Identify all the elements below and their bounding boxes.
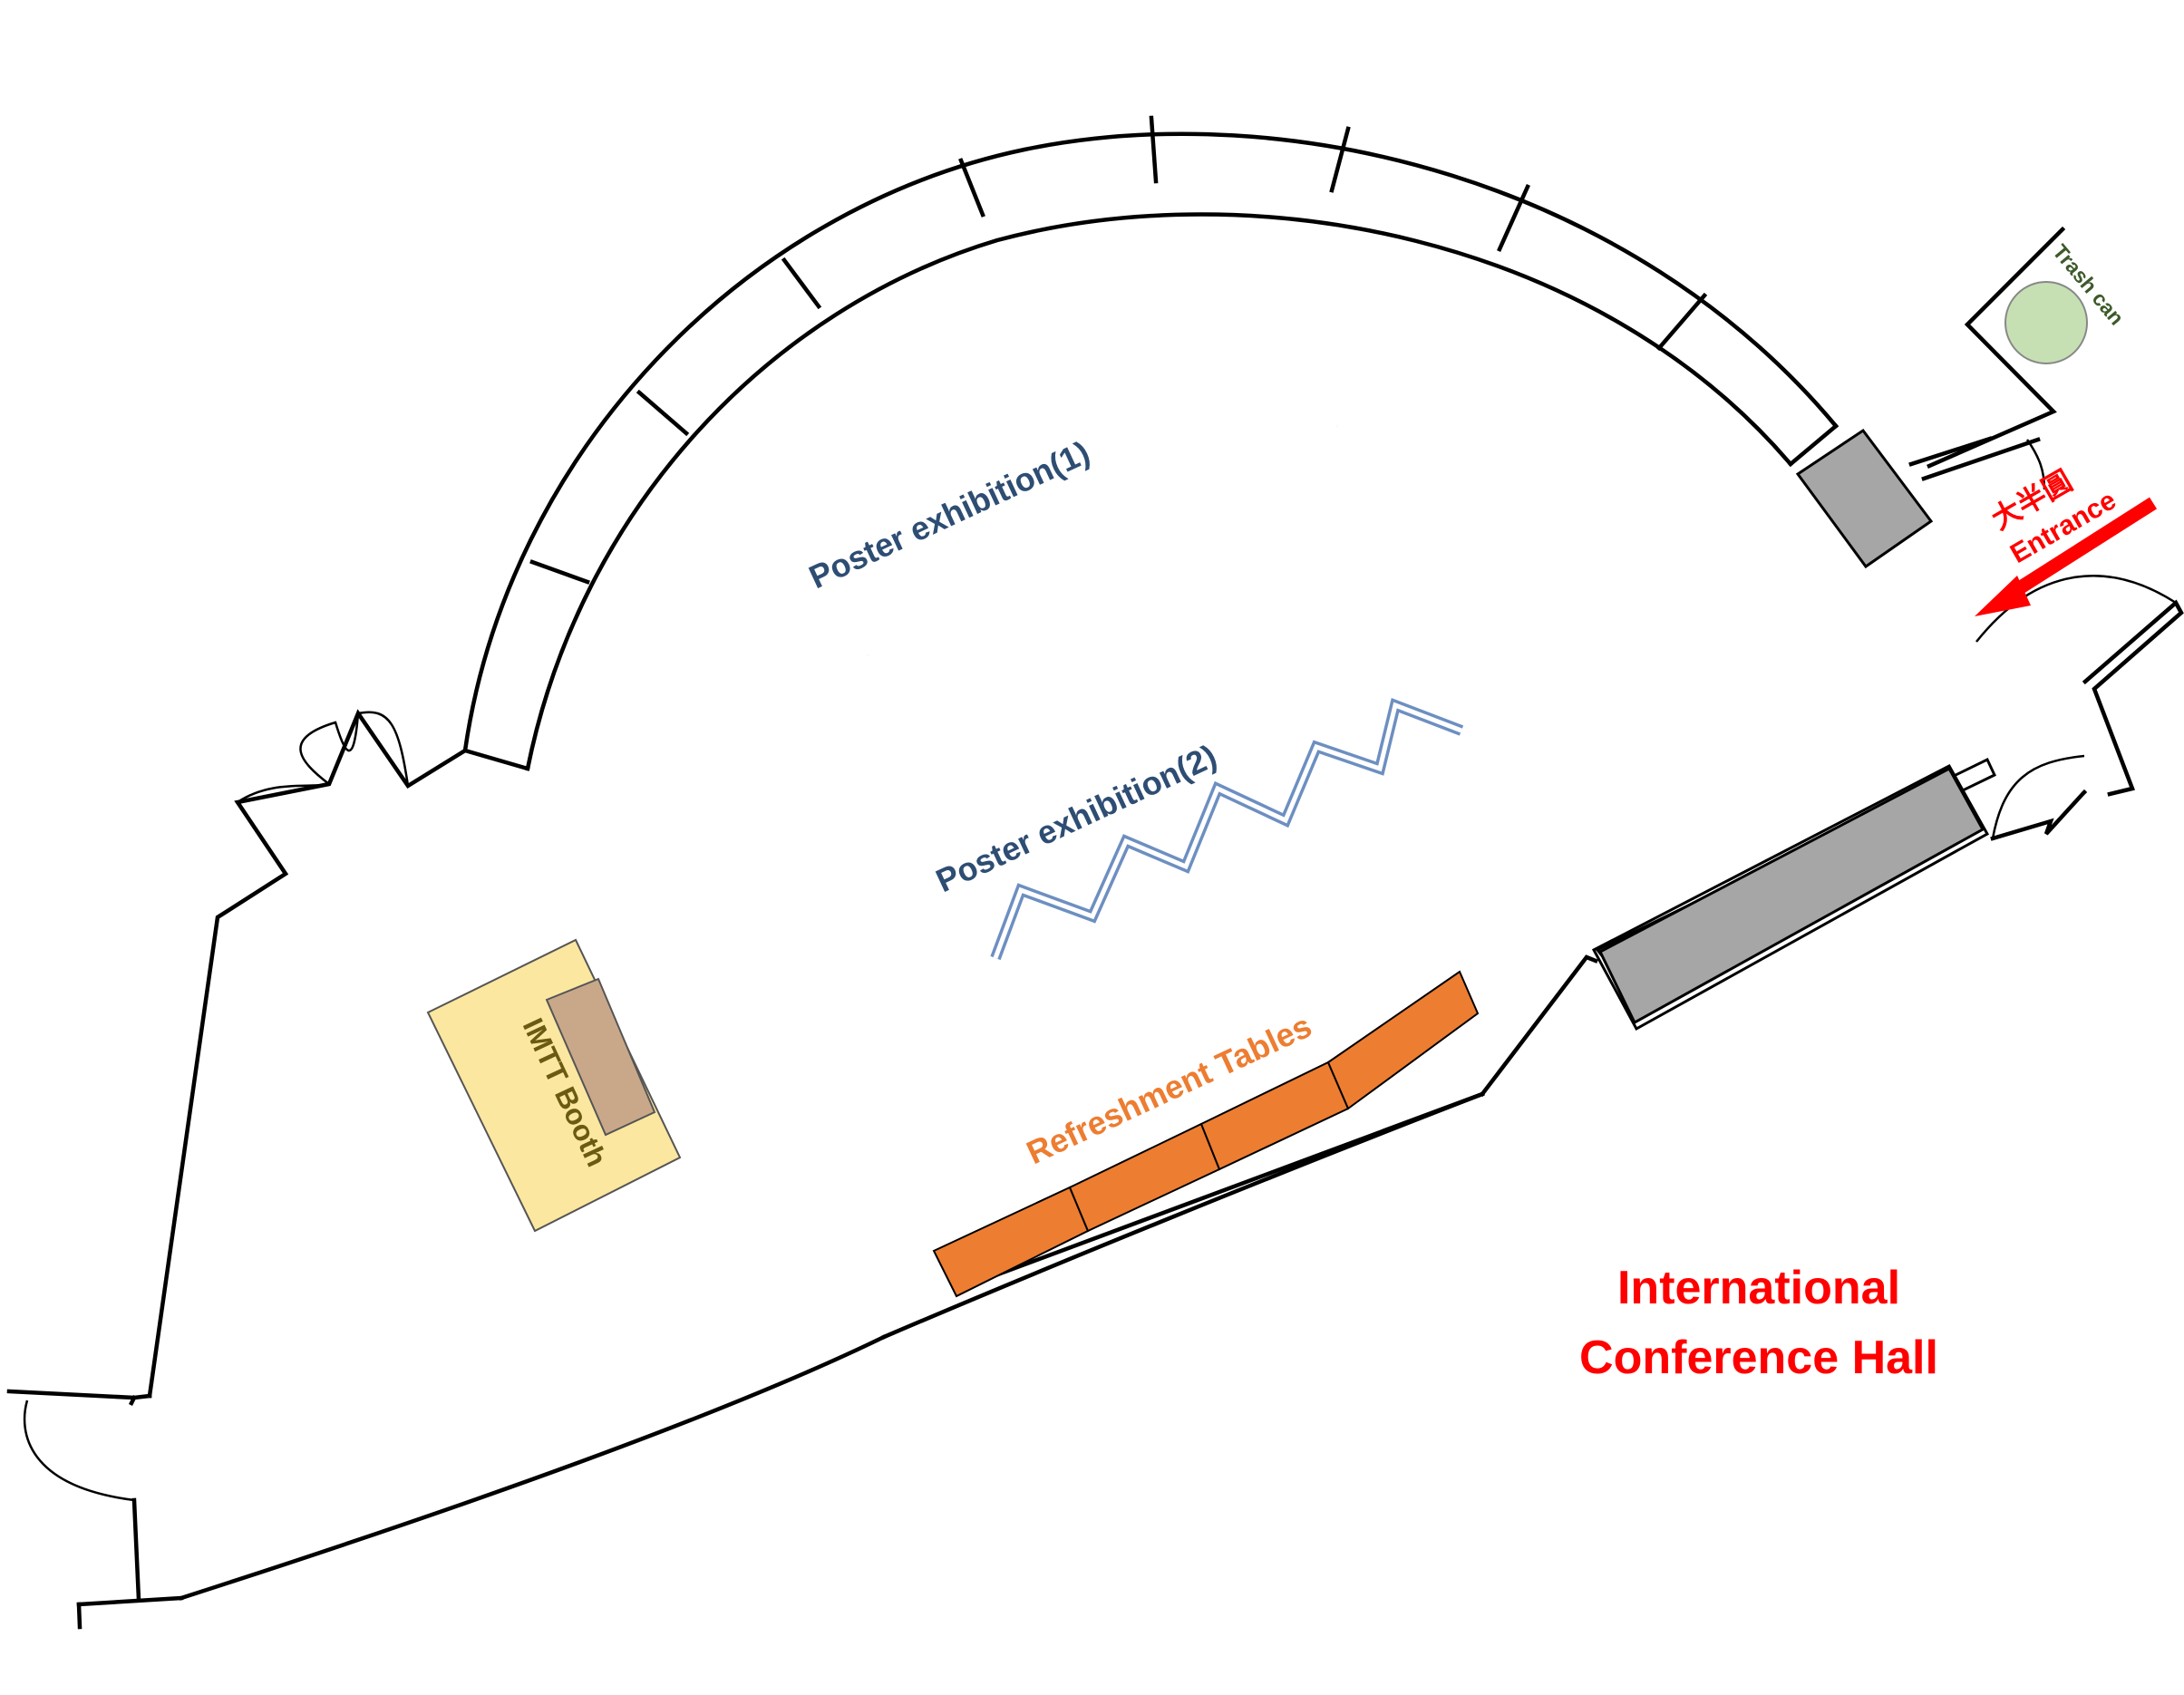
imtt-booth xyxy=(426,938,682,1233)
hall-title-line2: Conference Hall xyxy=(1579,1332,1938,1384)
gray-table-long xyxy=(1591,757,1996,1032)
trash-alcove xyxy=(1927,226,2066,469)
door-arcs xyxy=(23,439,2177,1502)
hall-title-line1: International xyxy=(1617,1262,1900,1314)
poster-panel-1 xyxy=(866,396,1338,656)
entrance-arrow-icon xyxy=(1975,497,2158,616)
outer-walls xyxy=(6,436,2184,1630)
curved-wall xyxy=(462,115,1839,771)
gray-table-small xyxy=(1795,428,1934,569)
poster-exhibition-1-label: Poster exhibition(1) xyxy=(803,433,1095,596)
trash-can-icon xyxy=(2004,281,2088,364)
poster-exhibition-2-label: Poster exhibition(2) xyxy=(930,737,1222,899)
poster-panel-2 xyxy=(990,697,1464,961)
refreshment-tables xyxy=(932,970,1480,1298)
